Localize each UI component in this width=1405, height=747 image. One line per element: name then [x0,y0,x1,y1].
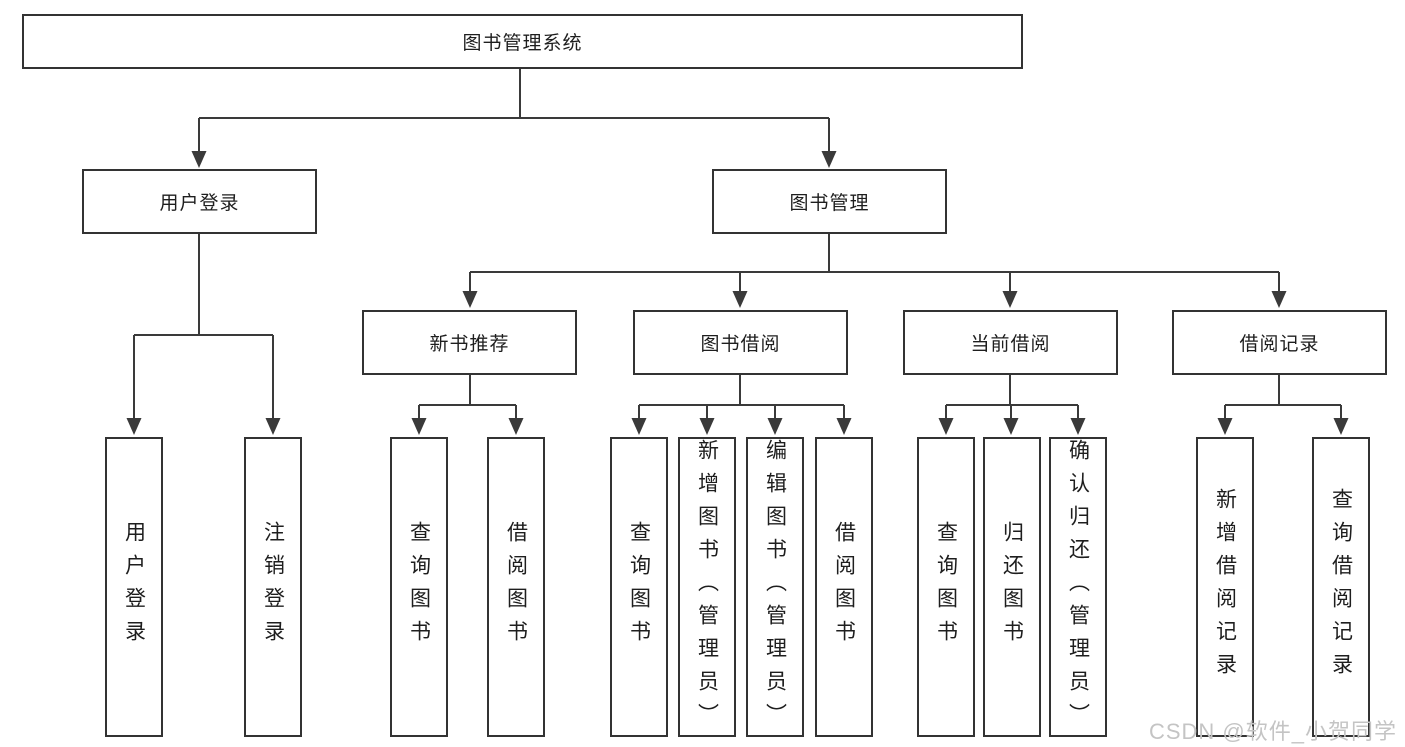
leaf-borrow-edit-books-admin-label: 编辑图书（管理员） [763,439,787,736]
node-user-login: 用户登录 [82,169,317,234]
node-library-system: 图书管理系统 [22,14,1023,69]
leaf-user-login-label: 用户登录 [122,521,146,653]
leaf-borrow-add-books-admin-label: 新增图书（管理员） [695,439,719,736]
node-new-book-recommend-label: 新书推荐 [429,334,510,355]
leaf-record-add-borrow-record-label: 新增借阅记录 [1213,488,1237,686]
leaf-record-query-borrow-record-label: 查询借阅记录 [1329,488,1353,686]
leaf-borrow-edit-books-admin: 编辑图书（管理员） [746,437,804,737]
leaf-current-return-books-label: 归还图书 [1000,521,1024,653]
leaf-logout-label: 注销登录 [261,521,285,653]
leaf-record-add-borrow-record: 新增借阅记录 [1196,437,1254,737]
leaf-borrow-add-books-admin: 新增图书（管理员） [678,437,736,737]
leaf-recommend-query-books: 查询图书 [390,437,448,737]
leaf-current-return-books: 归还图书 [983,437,1041,737]
leaf-current-confirm-return-admin: 确认归还（管理员） [1049,437,1107,737]
leaf-logout: 注销登录 [244,437,302,737]
leaf-borrow-query-books-label: 查询图书 [627,521,651,653]
leaf-borrow-borrow-books-label: 借阅图书 [832,521,856,653]
node-book-borrow-label: 图书借阅 [700,334,781,355]
node-book-management: 图书管理 [712,169,947,234]
leaf-recommend-query-books-label: 查询图书 [407,521,431,653]
node-book-borrow: 图书借阅 [633,310,848,375]
leaf-current-confirm-return-admin-label: 确认归还（管理员） [1066,439,1090,736]
node-borrow-record: 借阅记录 [1172,310,1387,375]
leaf-borrow-borrow-books: 借阅图书 [815,437,873,737]
node-book-management-label: 图书管理 [789,193,870,214]
node-current-borrow: 当前借阅 [903,310,1118,375]
leaf-current-query-books: 查询图书 [917,437,975,737]
node-user-login-label: 用户登录 [159,193,240,214]
leaf-record-query-borrow-record: 查询借阅记录 [1312,437,1370,737]
node-borrow-record-label: 借阅记录 [1239,334,1320,355]
leaf-current-query-books-label: 查询图书 [934,521,958,653]
leaf-recommend-borrow-books: 借阅图书 [487,437,545,737]
leaf-borrow-query-books: 查询图书 [610,437,668,737]
node-new-book-recommend: 新书推荐 [362,310,577,375]
node-current-borrow-label: 当前借阅 [970,334,1051,355]
watermark: CSDN @软件_小贺同学 [1148,719,1397,744]
leaf-recommend-borrow-books-label: 借阅图书 [504,521,528,653]
node-library-system-label: 图书管理系统 [462,33,583,54]
leaf-user-login: 用户登录 [105,437,163,737]
